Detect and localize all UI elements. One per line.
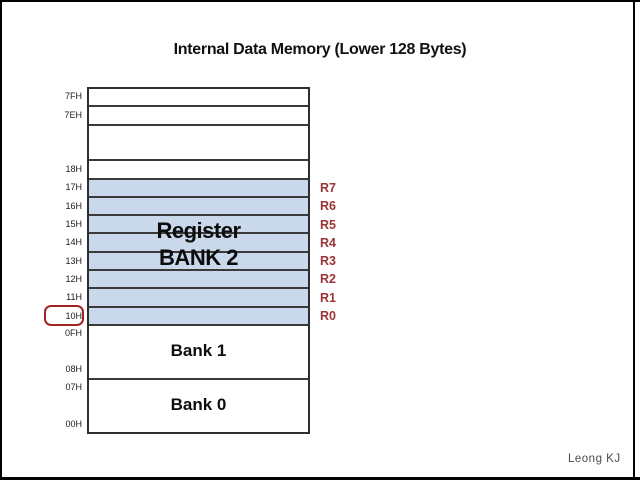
address-label-07h: 07H [65,382,82,392]
row-divider-line [89,105,308,107]
register-label-r3: R3 [320,254,336,268]
address-label-18h: 18H [65,164,82,174]
register-label-r4: R4 [320,236,336,250]
row-divider-line [89,306,308,308]
row-divider-line [89,378,308,380]
frame-edge-right [633,0,635,477]
address-label-08h: 08H [65,364,82,374]
row-divider-line [89,269,308,271]
frame-edge-left [0,0,2,480]
address-label-7eh: 7EH [64,110,82,120]
row-divider-line [89,214,308,216]
register-label-r1: R1 [320,291,336,305]
frame-edge-bottom [0,477,640,480]
memory-map-box: Register BANK 2 Bank 1 Bank 0 [87,87,310,434]
address-label-11h: 11H [66,292,82,302]
address-label-0fh: 0FH [64,328,82,338]
row-divider-line [89,196,308,198]
row-divider-line [89,178,308,180]
row-divider-line [89,251,308,253]
register-bank2-label-line1: Register [156,218,241,243]
frame-edge-top [0,0,640,2]
register-bank2-label-line2: BANK 2 [159,245,238,270]
row-divider-line [89,232,308,234]
address-label-00h: 00H [65,419,82,429]
address-label-7fh: 7FH [64,91,82,101]
register-label-r0: R0 [320,309,336,323]
register-bank2-label: Register BANK 2 [89,217,308,271]
register-label-r6: R6 [320,199,336,213]
address-label-10h: 10H [65,311,82,321]
highlight-ring-10h [44,305,84,326]
register-label-r7: R7 [320,181,336,195]
address-label-12h: 12H [65,274,82,284]
row-divider-line [89,287,308,289]
bank0-label: Bank 0 [170,395,227,414]
address-label-14h: 14H [65,237,82,247]
row-divider-line [89,324,308,326]
row-divider-line [89,159,308,161]
row-divider-line [89,124,308,126]
bank1-label: Bank 1 [170,341,227,360]
register-label-r5: R5 [320,218,336,232]
address-label-15h: 15H [65,219,82,229]
address-label-17h: 17H [65,182,82,192]
slide-title: Internal Data Memory (Lower 128 Bytes) [173,41,467,58]
register-label-r2: R2 [320,272,336,286]
author-watermark: Leong KJ [568,453,621,465]
address-label-16h: 16H [65,201,82,211]
address-label-13h: 13H [65,256,82,266]
